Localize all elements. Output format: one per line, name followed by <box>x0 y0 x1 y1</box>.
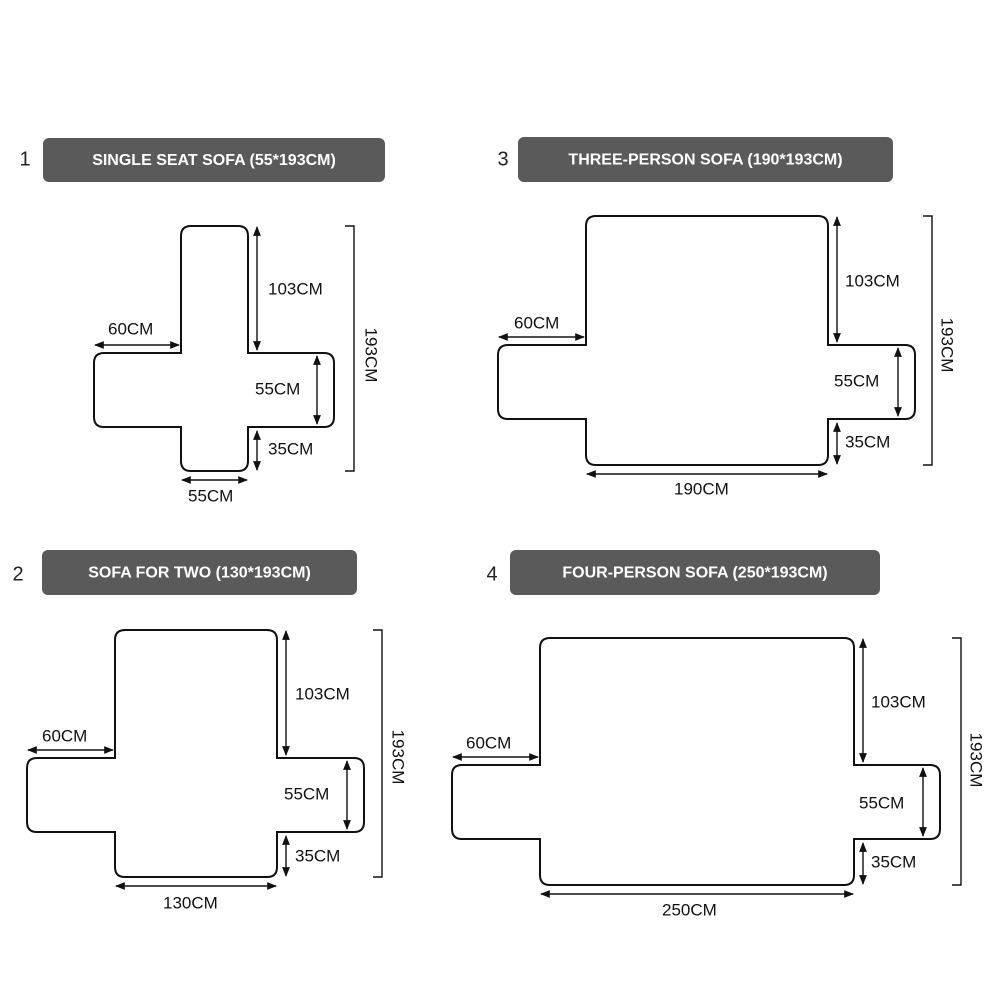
panel-title: THREE-PERSON SOFA (190*193CM) <box>568 152 842 169</box>
arm-height-label: 55CM <box>284 784 329 803</box>
top-height-label: 103CM <box>845 271 900 290</box>
total-height-label: 193CM <box>389 730 408 785</box>
sofa-cover-outline <box>93 225 335 472</box>
panel-number: 2 <box>12 563 23 585</box>
top-height-label: 103CM <box>268 279 323 298</box>
panel-title: SOFA FOR TWO (130*193CM) <box>88 565 311 582</box>
sofa-cover-outline <box>26 629 365 878</box>
sofa-panel-1: SINGLE SEAT SOFA (55*193CM) 1 103CM 60CM 55C… <box>19 138 385 505</box>
sofa-panel-3: THREE-PERSON SOFA (190*193CM) 3 103CM 60CM 5… <box>497 137 957 498</box>
arm-width-label: 60CM <box>108 319 153 338</box>
width-label: 250CM <box>662 900 717 919</box>
bottom-height-label: 35CM <box>845 432 890 451</box>
bottom-height-label: 35CM <box>295 846 340 865</box>
title-banner <box>43 138 385 182</box>
sofa-cover-outline <box>451 637 941 886</box>
arm-height-label: 55CM <box>859 793 904 812</box>
panel-number: 3 <box>497 148 508 170</box>
bottom-height-label: 35CM <box>268 439 313 458</box>
total-height-bracket <box>373 629 383 878</box>
total-height-label: 193CM <box>967 733 986 788</box>
bottom-height-label: 35CM <box>871 852 916 871</box>
arm-width-label: 60CM <box>514 313 559 332</box>
total-height-label: 193CM <box>362 328 381 383</box>
arm-width-label: 60CM <box>42 726 87 745</box>
total-height-bracket <box>952 637 962 886</box>
sofa-panel-4: FOUR-PERSON SOFA (250*193CM) 4 103CM 60CM 55… <box>451 550 986 919</box>
top-height-label: 103CM <box>295 684 350 703</box>
total-height-bracket <box>345 225 355 472</box>
top-height-label: 103CM <box>871 692 926 711</box>
sofa-panel-2: SOFA FOR TWO (130*193CM) 2 103CM 60CM 55CM 35… <box>12 550 408 912</box>
arm-height-label: 55CM <box>255 379 300 398</box>
width-label: 55CM <box>188 486 233 505</box>
title-banner <box>42 550 357 595</box>
arm-width-label: 60CM <box>466 733 511 752</box>
panel-number: 1 <box>19 148 30 170</box>
arm-height-label: 55CM <box>834 371 879 390</box>
panel-number: 4 <box>486 563 497 585</box>
width-label: 190CM <box>674 479 729 498</box>
title-banner <box>518 137 893 182</box>
panel-title: FOUR-PERSON SOFA (250*193CM) <box>562 565 827 582</box>
total-height-bracket <box>923 215 933 466</box>
title-banner <box>510 550 880 595</box>
panel-title: SINGLE SEAT SOFA (55*193CM) <box>92 152 336 169</box>
width-label: 130CM <box>163 893 218 912</box>
sofa-cover-outline <box>497 215 916 466</box>
total-height-label: 193CM <box>938 318 957 373</box>
